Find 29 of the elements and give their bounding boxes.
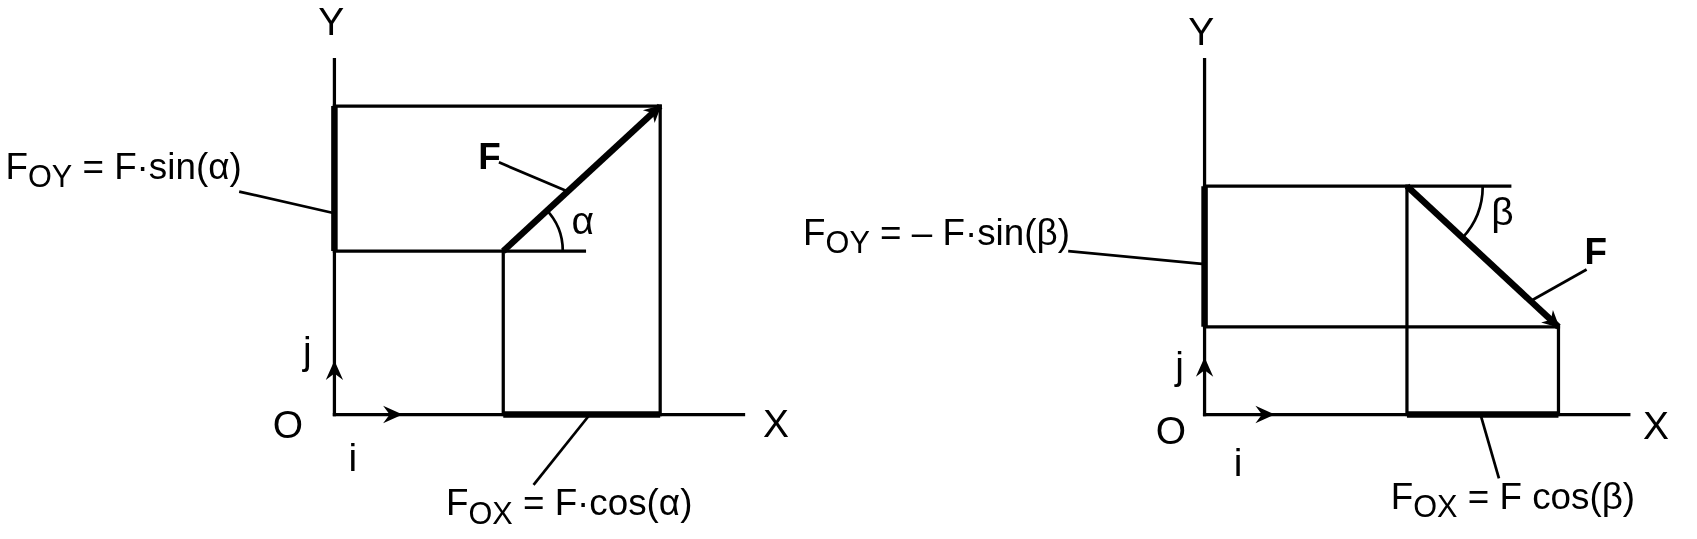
force-label: F: [478, 136, 501, 177]
unit-vector-label: i: [348, 436, 358, 479]
force-vector: [501, 103, 663, 254]
axis-label: Y: [1188, 10, 1215, 54]
component-segment: [1406, 411, 1559, 418]
formula-label: F$_{OX}$ = F·cos(α): [445, 482, 693, 531]
force-vector: [1404, 183, 1561, 330]
formula-label: F$_{OY}$ = F·sin(α): [5, 146, 242, 194]
leader-line: [238, 190, 335, 215]
formula-label: F$_{OY}$ = – F·sin(β): [803, 212, 1070, 260]
angle-label: α: [571, 199, 594, 242]
leader-line: [1068, 249, 1205, 266]
angle-label: β: [1491, 190, 1514, 234]
axis-label: X: [763, 402, 789, 446]
force-label: F: [1584, 231, 1607, 273]
component-segment: [503, 411, 661, 418]
leader-line: [1530, 268, 1588, 303]
axis-label: X: [1642, 404, 1669, 448]
origin-label: O: [1155, 409, 1187, 452]
leader-line: [498, 161, 569, 193]
component-segment: [1201, 186, 1208, 327]
leader-line: [1479, 414, 1501, 479]
component-segment: [331, 106, 338, 252]
unit-vector-label: j: [1175, 344, 1184, 387]
axis-label: Y: [318, 0, 345, 43]
unit-vector-label: j: [303, 329, 312, 372]
origin-label: O: [272, 403, 304, 447]
formula-label: F$_{OX}$ = F cos(β): [1390, 476, 1636, 524]
unit-vector-label: i: [1233, 441, 1243, 485]
